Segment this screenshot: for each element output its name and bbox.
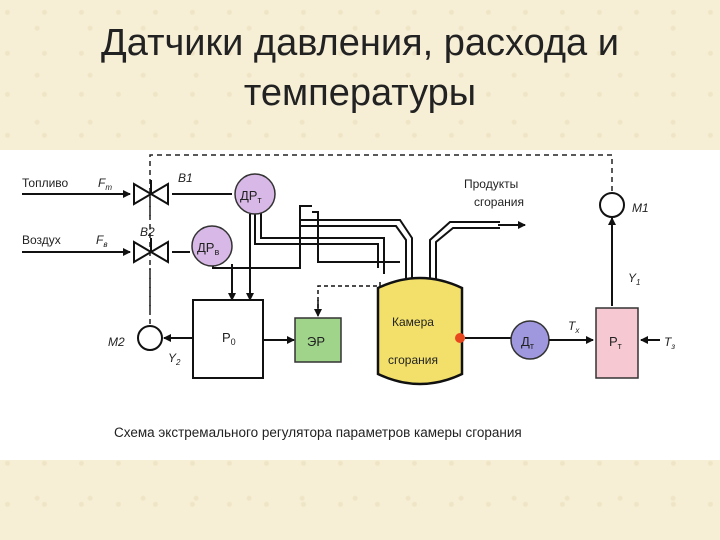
diagram-figure: Топливо Fт Воздух Fв В1 В2 ДРт ДРв Проду… <box>0 150 720 460</box>
flame-point <box>455 333 465 343</box>
m2-motor <box>137 325 163 351</box>
regulator-diagram: Топливо Fт Воздух Fв В1 В2 ДРт ДРв Проду… <box>22 154 675 440</box>
p0-label: Р0 <box>222 330 236 347</box>
dt-sensor <box>510 320 550 360</box>
p0-block <box>192 299 264 379</box>
chamber-pipes <box>300 219 500 280</box>
er-label: ЭР <box>307 334 325 349</box>
dashed-feedback-loop <box>149 154 613 324</box>
chamber-label-line1: Камера <box>392 315 434 329</box>
dr-v-label: ДРв <box>197 240 219 257</box>
dr-t-label: ДРт <box>240 188 262 205</box>
m1-label: М1 <box>632 201 649 215</box>
tz-label: Тз <box>664 335 675 351</box>
dt-label: Дт <box>521 334 534 351</box>
diagram-caption: Схема экстремального регулятора параметр… <box>114 425 522 440</box>
slide-title-line-1: Датчики давления, расхода и <box>101 22 619 64</box>
valve-b2 <box>133 238 169 264</box>
air-flow-label: Fв <box>96 233 108 249</box>
chamber-label-line2: сгорания <box>388 353 438 367</box>
dr-v-sensor <box>191 225 233 267</box>
slide-title-line-2: температуры <box>243 72 477 114</box>
valve-b1-label: В1 <box>178 171 193 185</box>
tx-label: Тх <box>568 319 580 335</box>
p0-signal-lines <box>228 214 254 301</box>
chamber-to-er <box>317 282 381 316</box>
air-label: Воздух <box>22 233 61 247</box>
fuel-line <box>22 190 385 274</box>
dr-t-sensor <box>234 173 276 215</box>
m1-motor <box>599 192 625 218</box>
y2-label: Y2 <box>168 351 181 367</box>
slide-title: Датчики давления, расхода и температуры <box>0 18 720 118</box>
products-label-line1: Продукты <box>464 177 518 191</box>
m2-label: М2 <box>108 335 125 349</box>
products-label-line2: сгорания <box>474 195 524 209</box>
valve-b2-label: В2 <box>140 225 155 239</box>
fuel-flow-label: Fт <box>98 176 112 192</box>
pt-block <box>595 307 639 379</box>
pt-label: Рт <box>609 334 622 351</box>
combustion-chamber <box>376 276 464 386</box>
fuel-label: Топливо <box>22 176 69 190</box>
valve-b1 <box>133 180 169 206</box>
er-block <box>294 317 342 363</box>
y1-label: Y1 <box>628 271 640 287</box>
